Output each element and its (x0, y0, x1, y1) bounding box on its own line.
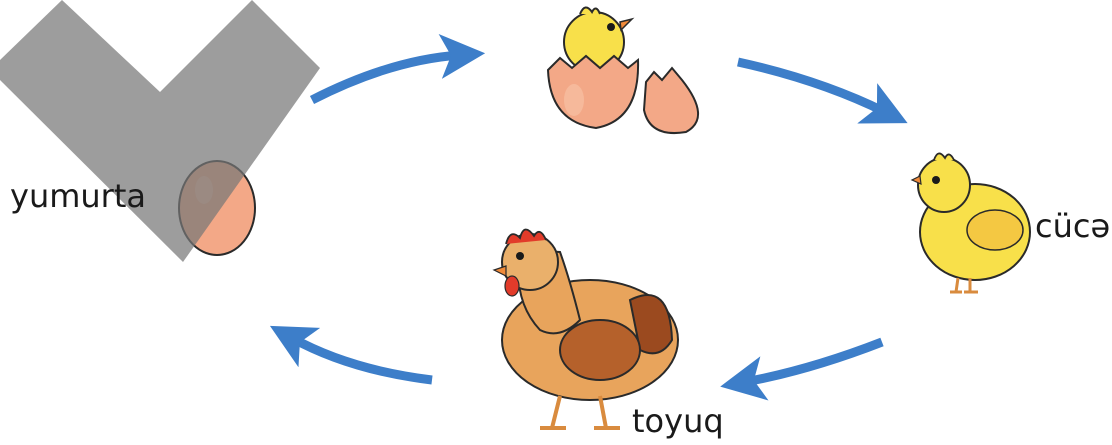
white-mask (62, 0, 252, 92)
label-chick: cücə (1035, 207, 1111, 245)
diagonal-overlay-stripe (0, 0, 320, 262)
arrow-hatching-to-chick (737, 57, 908, 124)
hatching-chick-icon (546, 6, 700, 134)
arrow-egg-to-hatching (309, 33, 486, 105)
hen-icon (492, 228, 679, 430)
label-egg: yumurta (10, 177, 146, 215)
label-hen: toyuq (632, 402, 724, 440)
arrow-chick-to-hen (720, 337, 884, 401)
arrow-hen-to-egg (269, 325, 433, 385)
chick-icon (910, 152, 1031, 294)
